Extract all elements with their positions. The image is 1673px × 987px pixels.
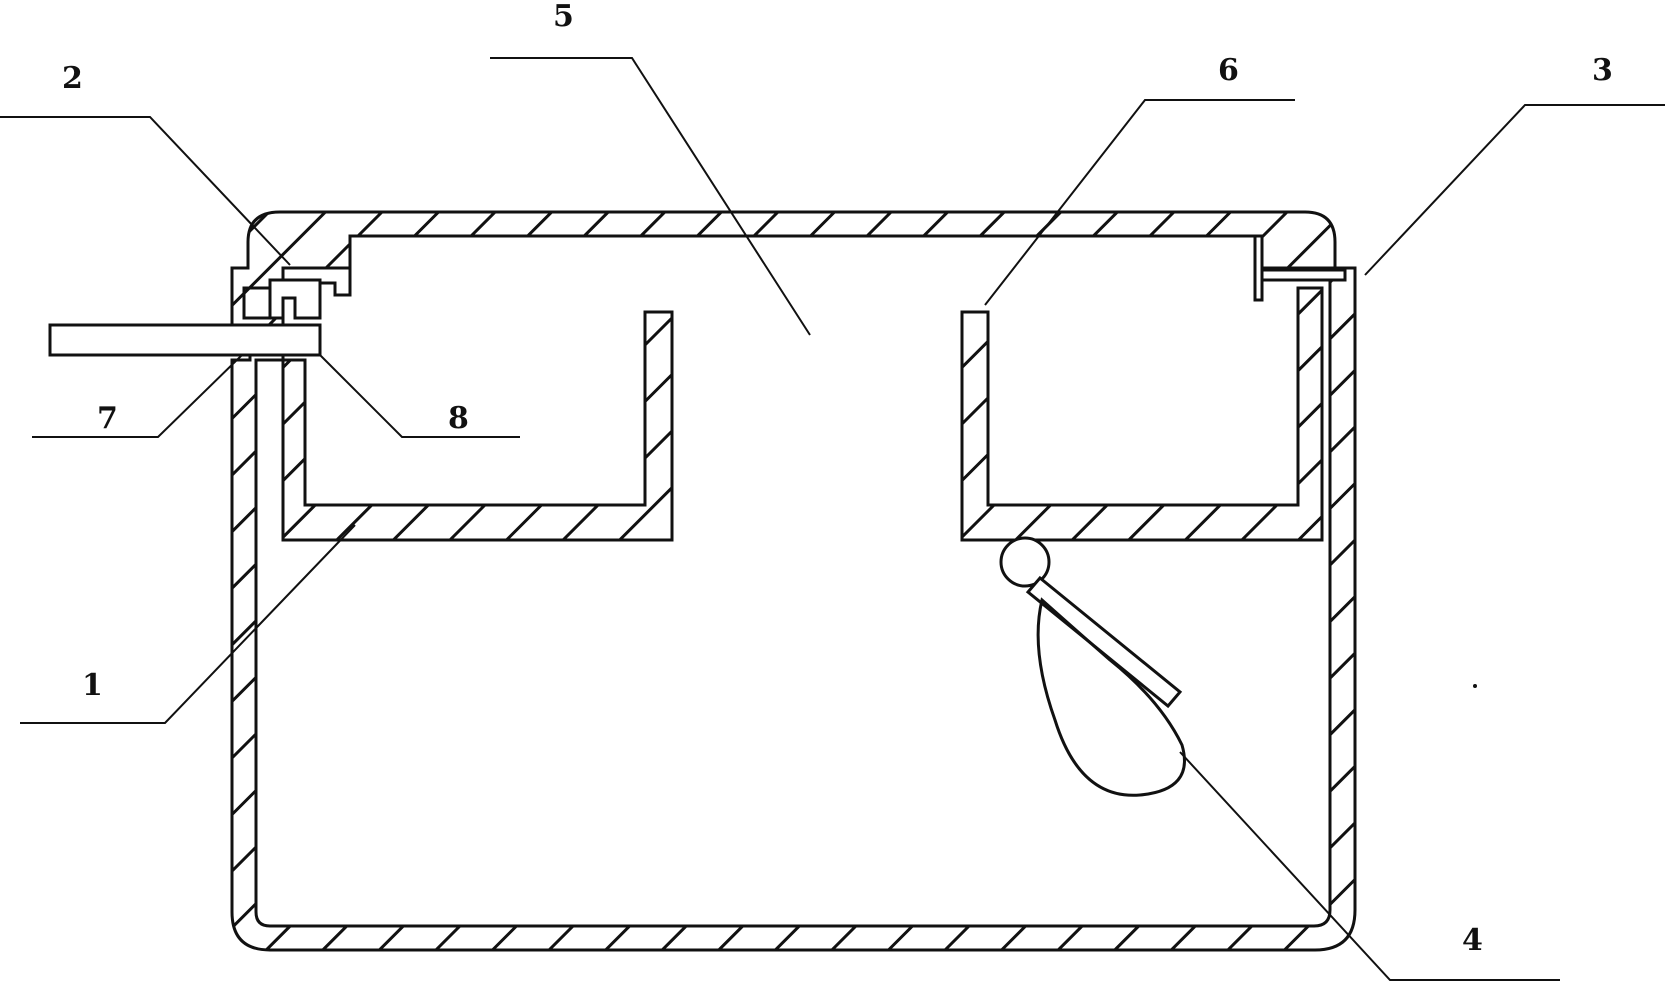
stray-dot <box>1473 684 1477 688</box>
float-arm <box>1025 575 1183 709</box>
label-6: 6 <box>1218 53 1239 88</box>
leader-7 <box>32 354 243 438</box>
outer-wall <box>230 210 1357 952</box>
clip-bracket <box>268 278 322 320</box>
label-5: 5 <box>553 0 574 34</box>
leader-6 <box>984 99 1295 306</box>
label-8: 8 <box>448 401 469 436</box>
label-2: 2 <box>62 61 83 96</box>
left-tray <box>281 310 674 542</box>
float-ball <box>999 536 1051 588</box>
leader-8 <box>319 354 520 438</box>
leader-5 <box>490 57 811 336</box>
clip-block <box>242 286 272 320</box>
right-tray <box>960 286 1324 542</box>
float-bag <box>1036 597 1186 797</box>
cover-lip-right <box>1253 234 1264 302</box>
label-4: 4 <box>1462 923 1483 958</box>
leader-4 <box>1179 751 1560 981</box>
leader-1 <box>20 524 356 724</box>
leader-2 <box>0 116 291 266</box>
rod <box>48 323 322 357</box>
label-3: 3 <box>1592 53 1613 88</box>
cover-gap-right <box>1260 268 1347 282</box>
label-1: 1 <box>82 668 103 703</box>
label-7: 7 <box>97 401 118 436</box>
leader-3 <box>1364 104 1665 276</box>
